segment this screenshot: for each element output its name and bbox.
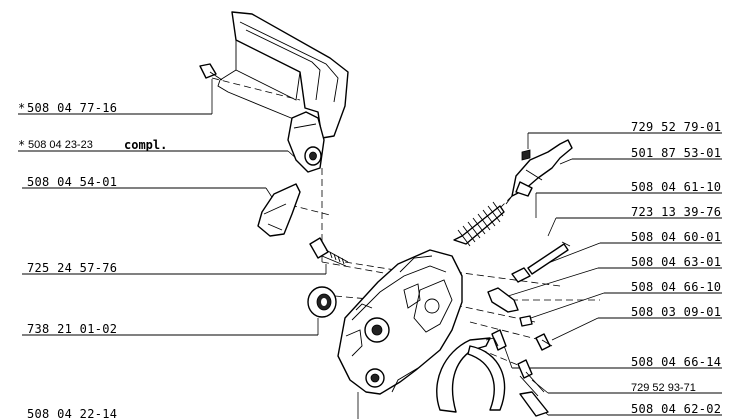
pivot-bolt	[199, 63, 223, 81]
spring-clip	[511, 267, 531, 283]
part-number-label: 508 03 09-01	[631, 305, 721, 319]
latch-plate	[487, 287, 519, 313]
clutch-cover-housing	[337, 249, 463, 395]
callout-508-04-63-01[interactable]: 508 04 63-01	[507, 255, 722, 297]
part-number-label: 508 04 66-10	[631, 280, 721, 294]
callout-723-13-39-76[interactable]: 723 13 39-76	[547, 205, 722, 237]
bushing-ring	[307, 286, 337, 318]
callout-725-24-57-76[interactable]: 725 24 57-76	[22, 261, 327, 275]
part-number-label: 508 04 54-01	[27, 175, 117, 189]
leader-line	[507, 267, 599, 297]
brake-trigger-lever	[505, 139, 573, 205]
part-number-label: 729 52 79-01	[631, 120, 721, 134]
asterisk-marker: *	[18, 138, 26, 152]
callout-508-03-09-01[interactable]: 508 03 09-01	[551, 305, 722, 341]
complete-suffix-label: compl.	[124, 138, 167, 152]
part-number-label: 725 24 57-76	[27, 261, 117, 275]
part-number-label: 508 04 77-16	[27, 101, 117, 115]
callout-508-04-61-10[interactable]: 508 04 61-10	[535, 180, 722, 218]
part-number-label: 508 04 61-10	[631, 180, 721, 194]
leader-line	[551, 317, 599, 341]
chain-brake-handle	[217, 11, 349, 173]
long-screw	[517, 359, 545, 397]
bottom-rod	[519, 391, 549, 417]
brake-band	[436, 337, 506, 413]
callout-508-04-22-14[interactable]: 508 04 22-14	[27, 392, 359, 419]
compression-spring	[453, 201, 505, 247]
part-number-label: 508 04 63-01	[631, 255, 721, 269]
part-number-label: 508 04 23-23	[28, 139, 93, 151]
part-number-label: 501 87 53-01	[631, 146, 721, 160]
cover-screw	[535, 333, 553, 351]
callout-508-04-66-10[interactable]: 508 04 66-10	[524, 280, 722, 321]
leader-line	[559, 158, 573, 165]
brake-link-part	[257, 183, 301, 237]
callout-508-04-66-14[interactable]: 508 04 66-14	[501, 339, 722, 369]
asterisk-marker: *	[18, 101, 26, 115]
part-number-label: 508 04 62-02	[631, 402, 721, 416]
part-number-label: 508 04 60-01	[631, 230, 721, 244]
callout-738-21-01-02[interactable]: 738 21 01-02	[22, 318, 319, 336]
part-number-label: 508 04 66-14	[631, 355, 721, 369]
shoulder-screw	[309, 237, 349, 267]
callout-508-04-62-02[interactable]: 508 04 62-02	[534, 401, 722, 416]
callout-508-04-54-01[interactable]: 508 04 54-01	[22, 175, 278, 206]
small-pin	[519, 315, 533, 327]
guide-rod	[527, 241, 571, 275]
callout-729-52-93-71[interactable]: 729 52 93-71	[531, 379, 722, 394]
part-number-label: 738 21 01-02	[27, 322, 117, 336]
callout-729-52-79-01[interactable]: 729 52 79-01	[527, 120, 722, 149]
part-number-label: 729 52 93-71	[631, 382, 696, 394]
leader-line	[547, 217, 557, 237]
callout-508-04-77-16[interactable]: * 508 04 77-16	[18, 79, 213, 115]
callout-508-04-23-23[interactable]: * 508 04 23-23 compl.	[18, 138, 299, 161]
callout-501-87-53-01[interactable]: 501 87 53-01	[559, 146, 722, 165]
part-number-label: 723 13 39-76	[631, 205, 721, 219]
part-number-label: 508 04 22-14	[27, 407, 117, 419]
spring-pin	[491, 329, 507, 351]
leader-line	[524, 292, 605, 321]
